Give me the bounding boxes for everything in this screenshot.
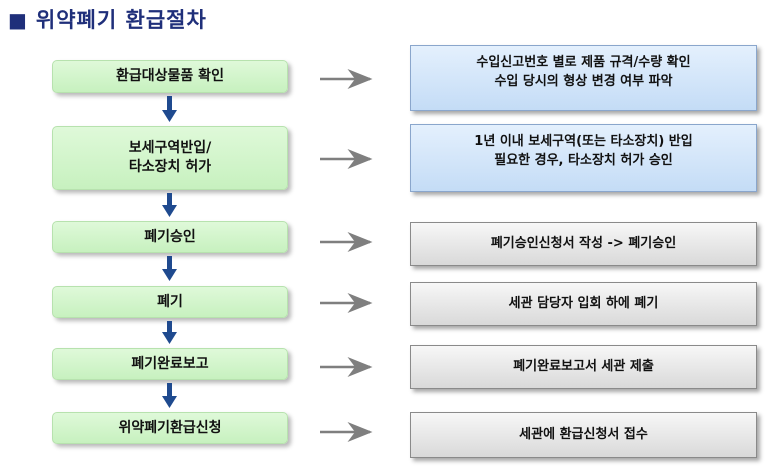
note-box-4: 세관 담당자 입회 하에 폐기 [410,282,757,326]
note-box-1: 수입신고번호 별로 제품 규격/수량 확인 수입 당시의 형상 변경 여부 파악 [410,45,757,111]
note-3-line1: 폐기승인신청서 작성 -> 폐기승인 [490,235,677,251]
step-4-label: 폐기 [157,293,183,310]
step-box-3: 폐기승인 [52,221,288,253]
page-title: ■ 위약폐기 환급절차 [8,4,207,34]
step-2-label-line1: 보세구역반입/ [128,140,212,157]
down-arrow-3-4 [162,256,177,281]
step-box-6: 위약폐기환급신청 [52,412,288,444]
note-box-5: 폐기완료보고서 세관 제출 [410,345,757,389]
note-box-3: 폐기승인신청서 작성 -> 폐기승인 [410,222,757,266]
note-6-line1: 세관에 환급신청서 접수 [519,426,648,442]
right-arrows [320,69,373,442]
down-arrow-2-3 [162,193,177,217]
note-2-line1: 1년 이내 보세구역(또는 타소장치) 반입 [474,134,693,149]
step-2-label-line2: 타소장치 허가 [128,159,212,175]
note-1-line2: 수입 당시의 형상 변경 여부 파악 [494,73,673,89]
step-box-1: 환급대상물품 확인 [52,60,288,93]
note-4-line1: 세관 담당자 입회 하에 폐기 [508,295,659,311]
note-box-6: 세관에 환급신청서 접수 [410,412,757,458]
down-arrow-4-5 [162,321,177,344]
step-3-label: 폐기승인 [144,228,196,245]
step-6-label: 위약폐기환급신청 [118,419,222,436]
step-5-label: 폐기완료보고 [131,355,209,372]
note-2-line2: 필요한 경우, 타소장치 허가 승인 [494,152,673,168]
down-arrow-1-2 [162,96,177,122]
title-marker: ■ [8,8,28,32]
down-arrows [162,96,177,408]
title-text: 위약폐기 환급절차 [35,8,207,32]
step-box-2: 보세구역반입/타소장치 허가 [52,126,288,190]
note-1-line1: 수입신고번호 별로 제품 규격/수량 확인 [476,55,691,70]
note-box-2: 1년 이내 보세구역(또는 타소장치) 반입 필요한 경우, 타소장치 허가 승… [410,124,757,192]
step-box-5: 폐기완료보고 [52,348,288,380]
step-1-label: 환급대상물품 확인 [116,68,224,85]
step-box-4: 폐기 [52,286,288,318]
down-arrow-5-6 [162,383,177,408]
note-5-line1: 폐기완료보고서 세관 제출 [513,358,654,374]
